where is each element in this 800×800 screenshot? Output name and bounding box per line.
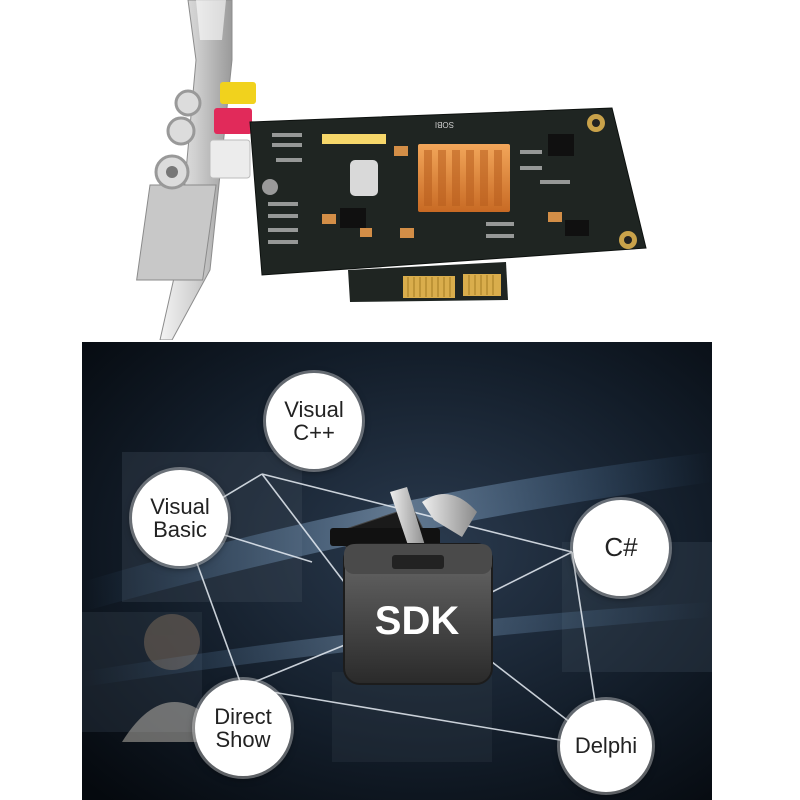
delphi-label: Delphi — [574, 733, 638, 759]
csharp-node: C# — [573, 500, 669, 596]
rca-connectors — [154, 82, 256, 190]
direct-show-node: Direct Show — [195, 680, 291, 776]
delphi-node: Delphi — [560, 700, 652, 792]
visual-cpp-label: Visual C++ — [284, 396, 344, 445]
heatsink — [418, 144, 510, 212]
pcie-edge-connector — [403, 274, 501, 298]
sdk-box-label: SDK — [374, 598, 460, 643]
circuit-board: SOBI — [249, 107, 647, 302]
visual-basic-node: Visual Basic — [132, 470, 228, 566]
metal-bracket — [136, 0, 233, 340]
board-silkscreen: SOBI — [435, 120, 454, 129]
toolbox-icon — [330, 487, 493, 685]
direct-show-label: Direct Show — [214, 703, 272, 752]
capture-card-photo: SOBI — [136, 0, 647, 340]
visual-basic-label: Visual Basic — [150, 493, 210, 542]
visual-cpp-node: Visual C++ — [266, 373, 362, 469]
csharp-label: C# — [604, 532, 638, 563]
